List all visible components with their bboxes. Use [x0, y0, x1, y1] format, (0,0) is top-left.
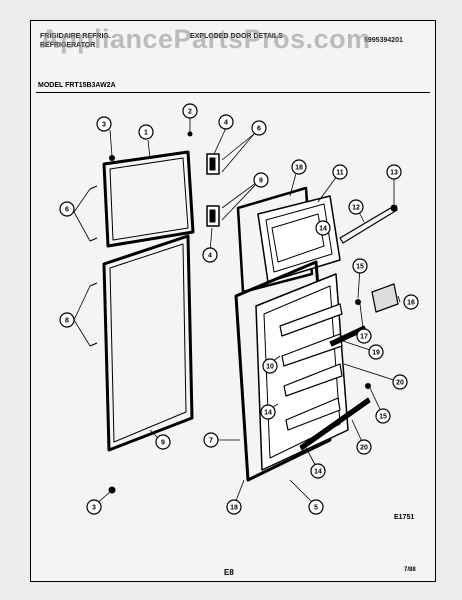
page-number: E8 — [224, 568, 234, 577]
callout-1: 1 — [138, 124, 154, 140]
callout-6-left: 6 — [59, 201, 75, 217]
screw-top — [187, 131, 193, 137]
freezer-gasket-inner — [109, 157, 189, 241]
header-center: EXPLODED DOOR DETAILS — [190, 33, 283, 40]
svg-text:18: 18 — [295, 165, 303, 172]
callout-2: 2 — [182, 103, 198, 119]
callout-9: 9 — [253, 172, 269, 188]
callout-20-upper: 20 — [392, 374, 408, 390]
screw-bottom — [108, 486, 116, 494]
svg-text:8: 8 — [65, 318, 69, 325]
callout-4-lower: 4 — [202, 247, 218, 263]
callout-11: 11 — [332, 164, 348, 180]
figure-code: E1751 — [394, 514, 415, 521]
callout-18-lower: 18 — [226, 499, 242, 515]
svg-text:2: 2 — [188, 109, 192, 116]
svg-text:7: 7 — [209, 438, 213, 445]
callout-14-door: 14 — [260, 404, 276, 420]
callout-12: 12 — [348, 199, 364, 215]
svg-text:20: 20 — [360, 445, 368, 452]
svg-text:1: 1 — [144, 130, 148, 137]
svg-text:15: 15 — [356, 264, 364, 271]
fresh-food-gasket — [102, 234, 194, 452]
callout-9-left: 9 — [155, 434, 171, 450]
svg-text:19: 19 — [372, 350, 380, 357]
callout-19: 19 — [368, 344, 384, 360]
door-shelf-lower — [283, 363, 343, 397]
callout-6-upper: 6 — [251, 120, 267, 136]
model-label: MODEL FRT15B3AW2A — [38, 82, 116, 89]
svg-text:9: 9 — [259, 178, 263, 185]
screw-15 — [365, 383, 371, 389]
freezer-handle — [339, 205, 398, 244]
header-left-line1: FRIGIDAIRE REFRIG. — [40, 33, 111, 40]
svg-text:14: 14 — [319, 226, 327, 233]
callout-20-lower: 20 — [356, 439, 372, 455]
svg-text:3: 3 — [102, 122, 106, 129]
revision-code: 7/88 — [404, 567, 416, 573]
fresh-food-door — [255, 273, 349, 471]
svg-text:13: 13 — [390, 170, 398, 177]
callout-8: 8 — [59, 312, 75, 328]
svg-text:10: 10 — [266, 364, 274, 371]
screw-17 — [355, 299, 361, 305]
header-right: 5995394201 — [364, 37, 403, 44]
callout-7: 7 — [203, 432, 219, 448]
watermark: AppliancePartsPros.com — [40, 24, 371, 54]
callout-16: 16 — [403, 294, 419, 310]
svg-text:17: 17 — [360, 334, 368, 341]
fresh-food-door-gasket — [234, 260, 332, 482]
door-shelf-upper — [279, 303, 343, 337]
svg-text:16: 16 — [407, 300, 415, 307]
svg-text:4: 4 — [224, 120, 228, 127]
header-divider — [36, 92, 430, 93]
svg-text:12: 12 — [352, 205, 360, 212]
shelf-bar-lower — [299, 397, 371, 451]
diagram-frame — [30, 20, 436, 582]
svg-text:5: 5 — [314, 505, 318, 512]
freezer-door-gasket — [236, 186, 314, 294]
header-left-line2: REFRIGERATOR — [40, 42, 96, 49]
svg-text:11: 11 — [336, 170, 344, 177]
callout-13: 13 — [386, 164, 402, 180]
door-shelf-middle — [281, 333, 343, 367]
svg-text:15: 15 — [379, 414, 387, 421]
callout-10: 10 — [262, 358, 278, 374]
callout-18-upper: 18 — [291, 159, 307, 175]
screw-13 — [390, 204, 398, 212]
callout-17: 17 — [356, 328, 372, 344]
fresh-food-gasket-inner — [109, 243, 187, 443]
svg-text:14: 14 — [264, 410, 272, 417]
svg-text:6: 6 — [65, 207, 69, 214]
svg-text:14: 14 — [314, 469, 322, 476]
trim-block — [371, 283, 399, 313]
screw-14 — [301, 443, 307, 449]
callout-15-upper: 15 — [352, 258, 368, 274]
freezer-gasket — [102, 150, 195, 248]
callout-4-upper: 4 — [218, 114, 234, 130]
callout-14-lower: 14 — [310, 463, 326, 479]
svg-text:6: 6 — [257, 126, 261, 133]
screw-top-left — [109, 155, 115, 161]
svg-text:3: 3 — [92, 505, 96, 512]
svg-text:9: 9 — [161, 440, 165, 447]
callout-3-top: 3 — [96, 116, 112, 132]
callout-14-freezer: 14 — [315, 220, 331, 236]
freezer-door — [257, 195, 341, 283]
svg-text:18: 18 — [230, 505, 238, 512]
callout-5: 5 — [308, 499, 324, 515]
callout-3-bottom: 3 — [86, 499, 102, 515]
callout-15-lower: 15 — [375, 408, 391, 424]
svg-text:4: 4 — [208, 253, 212, 260]
svg-text:20: 20 — [396, 380, 404, 387]
door-shelf-bottom — [285, 397, 341, 431]
